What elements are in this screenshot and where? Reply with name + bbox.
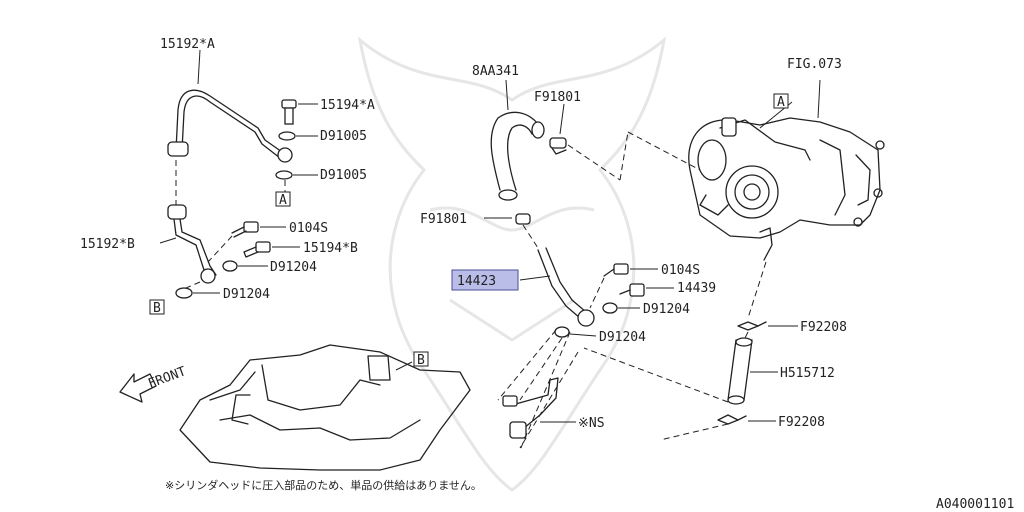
svg-text:A: A <box>279 193 287 208</box>
svg-text:B: B <box>417 353 425 368</box>
label-d91204-a: D91204 <box>270 260 317 275</box>
union-ns[interactable] <box>502 377 559 439</box>
label-fig073: FIG.073 <box>787 57 842 72</box>
watermark-emblem <box>357 36 667 492</box>
hose-8aa341[interactable] <box>490 111 545 201</box>
ref-box-a-right: A <box>773 93 789 110</box>
label-15194b: 15194*B <box>303 241 358 256</box>
label-f91801-mid: F91801 <box>420 212 467 227</box>
label-f92208-top: F92208 <box>800 320 847 335</box>
label-d91204-b: D91204 <box>223 287 270 302</box>
label-ns: ※NS <box>578 416 605 431</box>
label-15192b: 15192*B <box>80 237 135 252</box>
bolt-0104s-right[interactable] <box>603 263 658 277</box>
washer-d91204-c[interactable] <box>602 302 640 314</box>
bolt-15194b[interactable] <box>243 241 300 258</box>
svg-text:14423: 14423 <box>457 274 496 289</box>
hose-h515712[interactable] <box>727 337 778 405</box>
label-f91801-top: F91801 <box>534 90 581 105</box>
label-d91204-c: D91204 <box>643 302 690 317</box>
label-d91005-a: D91005 <box>320 129 367 144</box>
washer-d91204-b[interactable] <box>175 287 220 299</box>
washer-d91005b[interactable] <box>275 170 318 180</box>
oil-pipe-15192b[interactable] <box>167 204 217 284</box>
label-15194a: 15194*A <box>320 98 375 113</box>
ref-box-b-right: B <box>413 351 429 368</box>
washer-d91204-d[interactable] <box>554 326 597 338</box>
label-f92208-bot: F92208 <box>778 415 825 430</box>
ref-box-a-left: A <box>275 191 291 208</box>
clamp-f92208-bot[interactable] <box>717 414 776 425</box>
clamp-f91801-mid[interactable] <box>484 213 531 225</box>
bolt-15194a[interactable] <box>281 99 318 125</box>
pipe-14423[interactable] <box>537 247 595 327</box>
label-front: FRONT <box>146 364 188 392</box>
label-14423-highlight[interactable]: 14423 <box>451 269 519 291</box>
label-d91204-d: D91204 <box>599 330 646 345</box>
label-h515712: H515712 <box>780 366 835 381</box>
label-14439: 14439 <box>677 281 716 296</box>
front-arrow-icon <box>119 373 157 403</box>
bolt-14439[interactable] <box>619 283 674 297</box>
label-0104s-left: 0104S <box>289 221 328 236</box>
label-8aa341: 8AA341 <box>472 64 519 79</box>
oil-pipe-15192a[interactable] <box>167 89 293 163</box>
washer-d91005a[interactable] <box>278 131 318 141</box>
label-d91005-b: D91005 <box>320 168 367 183</box>
label-15192a: 15192*A <box>160 37 215 52</box>
svg-text:A: A <box>777 95 785 110</box>
clamp-f92208-top[interactable] <box>737 321 798 331</box>
svg-text:B: B <box>153 301 161 316</box>
clamp-f91801-top[interactable] <box>549 103 567 155</box>
diagram-id: A040001101 <box>936 497 1014 512</box>
label-0104s-right: 0104S <box>661 263 700 278</box>
bolt-0104s-left[interactable] <box>231 221 286 238</box>
washer-d91204-a[interactable] <box>222 260 268 272</box>
cylinder-head <box>179 344 471 471</box>
ref-box-b-left: B <box>149 299 165 316</box>
turbocharger <box>688 117 885 261</box>
footnote: ※シリンダヘッドに圧入部品のため、単品の供給はありません。 <box>165 478 482 492</box>
